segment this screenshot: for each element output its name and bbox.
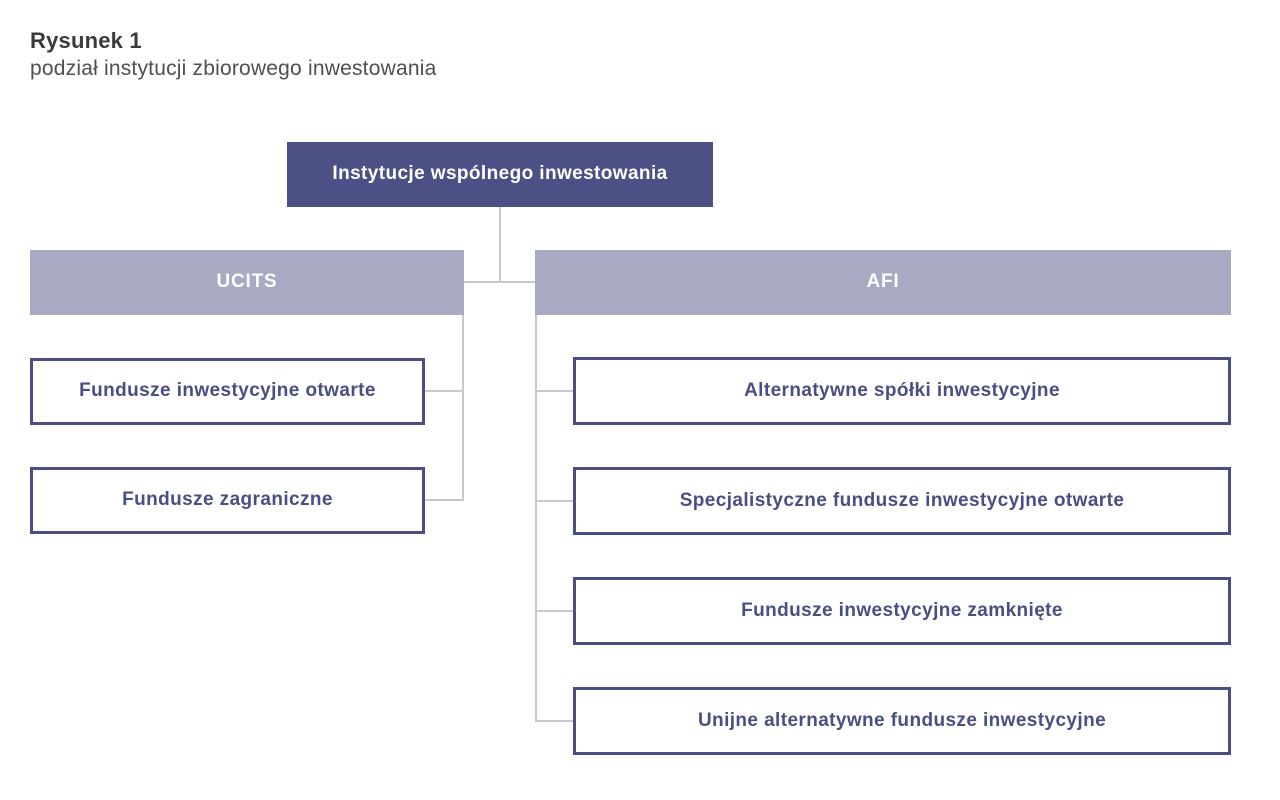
leaf-node-afi-3: Fundusze inwestycyjne zamknięte xyxy=(573,577,1231,645)
leaf-node-afi-4: Unijne alternatywne fundusze inwestycyjn… xyxy=(573,687,1231,755)
connector-root-split xyxy=(462,281,537,283)
connector-ucits-child-2 xyxy=(424,499,464,501)
figure-label: Rysunek 1 xyxy=(30,28,142,53)
figure-caption: podział instytucji zbiorowego inwestowan… xyxy=(30,57,437,80)
connector-ucits-trunk xyxy=(462,315,464,501)
connector-ucits-child-1 xyxy=(424,390,464,392)
connector-root-down xyxy=(499,207,501,283)
root-node: Instytucje wspólnego inwestowania xyxy=(287,142,713,207)
branch-header-ucits: UCITS xyxy=(30,250,464,315)
leaf-node-afi-1: Alternatywne spółki inwestycyjne xyxy=(573,357,1231,425)
branch-header-afi: AFI xyxy=(535,250,1231,315)
connector-afi-child-4 xyxy=(535,720,573,722)
leaf-node-ucits-1: Fundusze inwestycyjne otwarte xyxy=(30,358,425,425)
leaf-node-afi-2: Specjalistyczne fundusze inwestycyjne ot… xyxy=(573,467,1231,535)
leaf-node-ucits-2: Fundusze zagraniczne xyxy=(30,467,425,534)
connector-afi-trunk xyxy=(535,315,537,722)
connector-afi-child-3 xyxy=(535,610,573,612)
connector-afi-child-2 xyxy=(535,500,573,502)
connector-afi-child-1 xyxy=(535,390,573,392)
